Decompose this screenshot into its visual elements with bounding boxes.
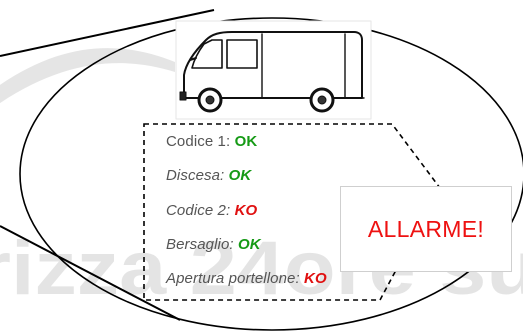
van-side-window <box>226 39 258 69</box>
van-icon <box>175 20 372 120</box>
van-mirror <box>189 57 197 61</box>
status-line-apertura-portellone: Apertura portellone: KO <box>166 270 327 287</box>
status-label: Bersaglio: <box>166 236 234 253</box>
status-line-codice-1: Codice 1: OK <box>166 133 257 150</box>
status-label: Discesa: <box>166 167 225 184</box>
van-rear-hub <box>317 95 327 105</box>
status-value: OK <box>228 167 252 184</box>
van-windshield <box>191 39 223 69</box>
van-bumper <box>179 91 187 101</box>
status-line-codice-2: Codice 2: KO <box>166 202 257 219</box>
status-line-bersaglio: Bersaglio: OK <box>166 236 261 253</box>
status-label: Apertura portellone: <box>166 270 300 287</box>
status-label: Codice 1: <box>166 133 231 150</box>
zoom-line-lower <box>0 225 181 321</box>
status-value: KO <box>304 270 327 287</box>
callout-ellipse <box>19 17 523 331</box>
alarm-box: ALLARME! <box>340 186 512 272</box>
status-label: Codice 2: <box>166 202 231 219</box>
zoom-line-upper <box>0 9 215 57</box>
status-value: OK <box>237 236 261 253</box>
van-front-hub <box>205 95 215 105</box>
status-value: KO <box>234 202 258 219</box>
watermark-wave-shape <box>0 48 175 104</box>
status-value: OK <box>234 133 258 150</box>
status-line-discesa: Discesa: OK <box>166 167 251 184</box>
alarm-text: ALLARME! <box>367 215 485 242</box>
